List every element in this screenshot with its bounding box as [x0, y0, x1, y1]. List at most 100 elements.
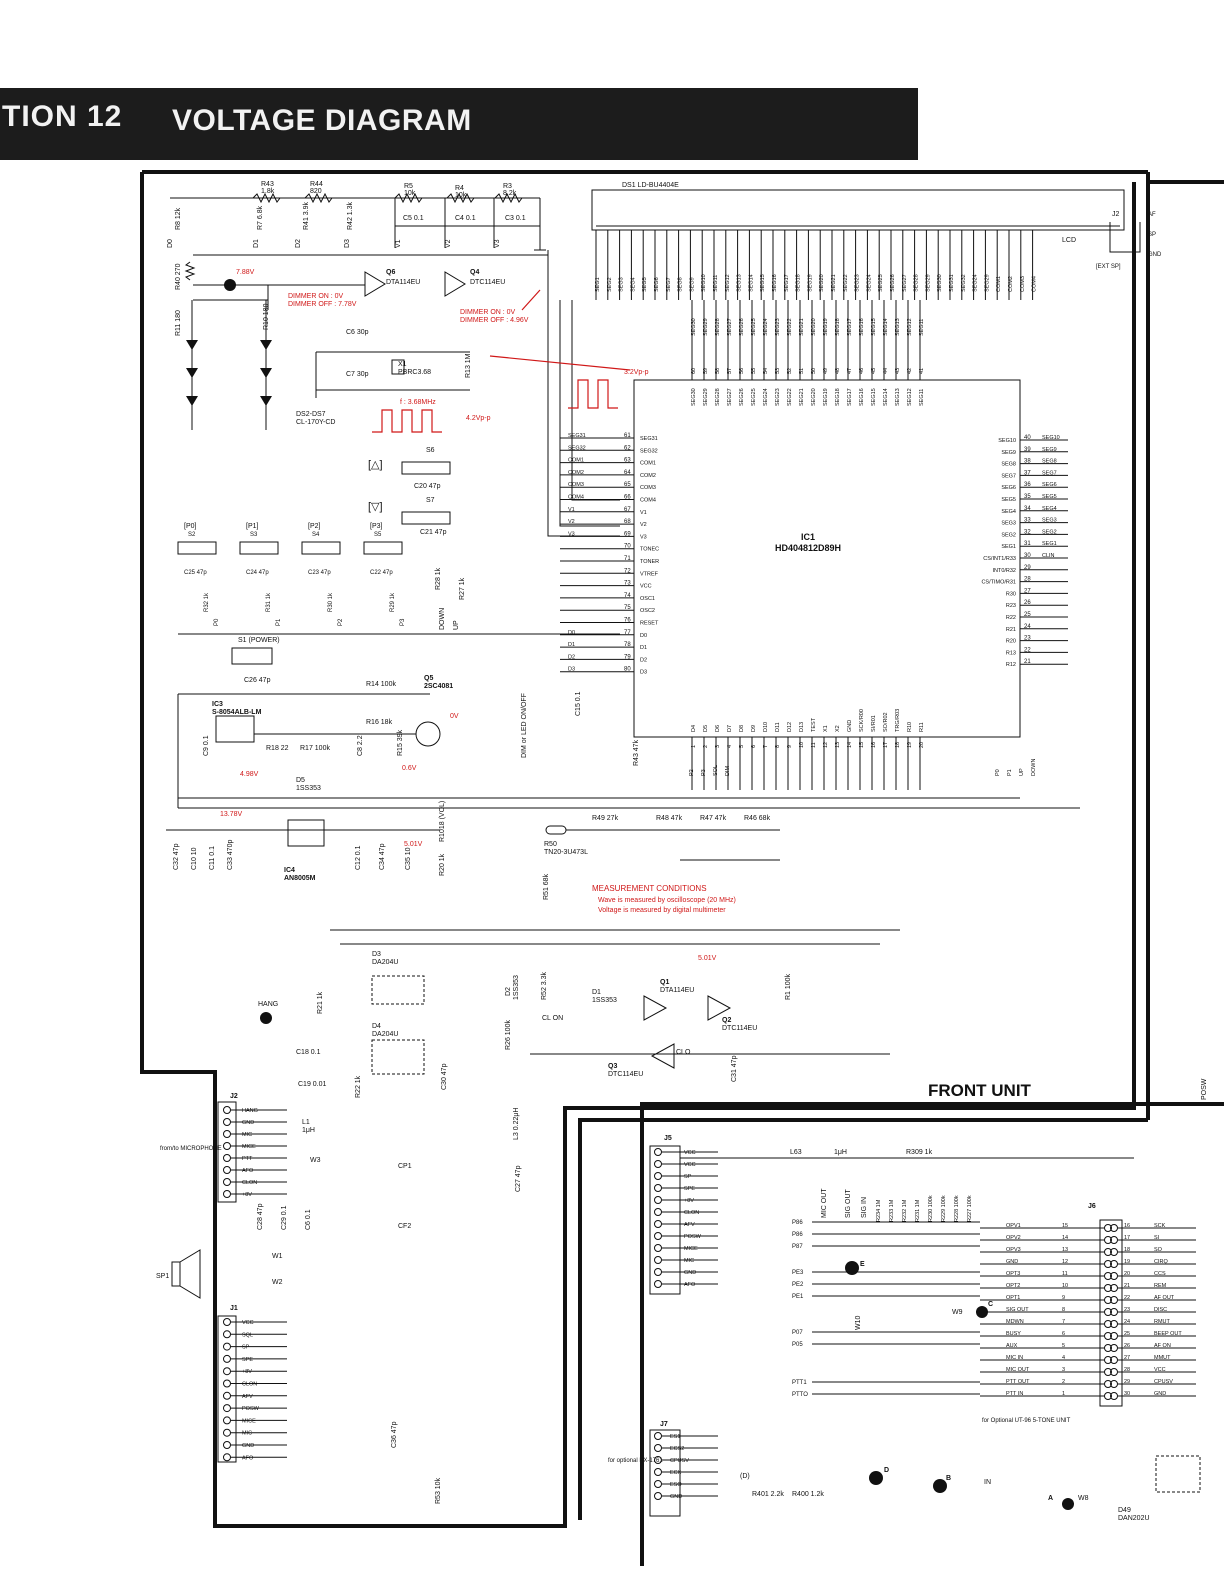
- r17-label: R17 100k: [300, 745, 330, 752]
- r401-label: R401 2.2k: [752, 1491, 784, 1498]
- j6-pin-number: 5: [1062, 1343, 1065, 1349]
- lcd-pin-label: SEG28: [914, 274, 920, 292]
- ic1-pin-number: 20: [919, 742, 925, 748]
- r48-label: R48 47k: [656, 815, 683, 822]
- ic1-pin-net: SEG20: [811, 318, 817, 336]
- d2-label: D2: [505, 987, 512, 996]
- ic1-pin-number: 47: [847, 368, 853, 374]
- ic1-pin-number: 54: [763, 368, 769, 374]
- ic1-pin-number: 44: [883, 368, 889, 374]
- connector-pin: [1104, 1296, 1112, 1304]
- main-unit-port-label: PTTO: [792, 1392, 808, 1398]
- ic1-pin-number: 38: [1024, 459, 1031, 465]
- r42-label: R42 1.3k: [347, 201, 354, 230]
- c36-label: C36 47p: [391, 1421, 398, 1448]
- lcd-pin-label: SEG31: [949, 274, 955, 292]
- connector-pin-label: HANG: [242, 1108, 258, 1114]
- ic1-pin-name: SEG26: [739, 388, 745, 406]
- ic1-pin-name: SEG31: [640, 436, 658, 442]
- ic1-pin-name: R10: [907, 722, 913, 732]
- power-switch-label: S1 (POWER): [238, 637, 280, 644]
- w10-label: W10: [855, 1316, 862, 1331]
- j6-pin-name: MDWN: [1006, 1319, 1024, 1325]
- main-unit-res-label: R227 100k: [967, 1195, 973, 1222]
- r40-label: R40 270: [175, 263, 182, 290]
- connector-pin: [1110, 1296, 1118, 1304]
- ext-sp: SP: [1148, 232, 1156, 238]
- connector-pin: [654, 1468, 662, 1476]
- ic1-pin-net: SEG3: [1042, 518, 1057, 524]
- j7-ref: J7: [660, 1421, 668, 1428]
- j6-pin-name: CPUSV: [1154, 1379, 1173, 1385]
- ic1-pin-net: COM1: [568, 458, 584, 464]
- page-title: VOLTAGE DIAGRAM: [172, 104, 472, 137]
- ic1-pin-net: D1: [568, 642, 575, 648]
- ic1-pin-number: 69: [624, 531, 631, 537]
- connector-pin: [1110, 1308, 1118, 1316]
- lcd-pin-label: SEG14: [748, 274, 754, 292]
- j6-pin-number: 27: [1124, 1355, 1130, 1361]
- lcd-pin-label: SEG22: [843, 274, 849, 292]
- key-down-symbol: [▽]: [368, 501, 383, 513]
- bottom-net-label: SOL: [713, 765, 719, 776]
- ic1-pin-name: SEG25: [751, 388, 757, 406]
- hang-net: HANG: [258, 1001, 278, 1008]
- led-array: R11 180 R10 180 DS2-DS7 CL-170Y-CD: [175, 300, 335, 430]
- connector-pin: [654, 1268, 662, 1276]
- c19-label: C19 0.01: [298, 1081, 327, 1088]
- r3-label: R3: [503, 183, 512, 190]
- connector-pin: [1110, 1224, 1118, 1232]
- ic1-pin-name: SEG18: [835, 388, 841, 406]
- ic1-pin-name: D3: [640, 670, 647, 676]
- regulator-ic4: IC4 AN8005M 13.78V 5.01V C32 47p C10 10 …: [166, 801, 446, 882]
- j7-note: for optional EX-1761: [608, 1458, 663, 1464]
- ic1-pin-number: 45: [871, 368, 877, 374]
- c6-label: C6 30p: [346, 329, 369, 336]
- preset-net-label: P0: [214, 618, 220, 626]
- ic1-pin-number: 74: [624, 593, 631, 599]
- preset-net-label: P3: [400, 618, 406, 626]
- connector-pin-label: CLON: [684, 1210, 699, 1216]
- c8-label: C8 2.2: [357, 735, 364, 756]
- ic1-pin-name: SEG9: [1001, 450, 1016, 456]
- d1-part: 1SS353: [592, 997, 617, 1004]
- main-unit-res-label: R228 100k: [954, 1195, 960, 1222]
- connector-pin: [1104, 1332, 1112, 1340]
- d4-part: DA204U: [372, 1031, 398, 1038]
- ic1-pin-number: 8: [775, 745, 781, 748]
- x1-ref: X1: [398, 361, 407, 368]
- r8-label: R8 12k: [175, 207, 182, 230]
- connector-pin: [654, 1244, 662, 1252]
- connector-pin-label: ECS2: [670, 1446, 684, 1452]
- c31-label: C31 47p: [731, 1055, 738, 1082]
- connector-pin-label: CLON: [242, 1180, 257, 1186]
- ic1-pin-number: 60: [691, 368, 697, 374]
- connector-pin-label: SP: [684, 1174, 692, 1180]
- ic1-pin-name: SEG2: [1001, 532, 1016, 538]
- connector-pin-label: GND: [684, 1270, 696, 1276]
- ext-sp-jack: J2 AF SP GND [EXT SP]: [1096, 211, 1162, 270]
- j1-connector: J1 VCCSQLSPSPE+8VCLONAFVPOSWMICEMICGNDAF…: [217, 1305, 287, 1463]
- connector-pin: [1110, 1356, 1118, 1364]
- key-switches: [△] [▽] S6 S7 C20 47p C21 47p [P0]S2C25 …: [177, 447, 620, 684]
- ic1-pin-number: 25: [1024, 612, 1031, 618]
- ic1-pin-name: SEG28: [715, 388, 721, 406]
- ic1-pin-name: SEG5: [1001, 497, 1016, 503]
- j6-pin-number: 21: [1124, 1283, 1130, 1289]
- connector-pin-label: CPUSV: [670, 1458, 689, 1464]
- connector-pin: [654, 1160, 662, 1168]
- main-unit-port-label: P87: [792, 1244, 803, 1250]
- connector-pin: [1110, 1272, 1118, 1280]
- ic1-pin-name: SEG14: [883, 388, 889, 406]
- ic3-ref: IC3: [212, 701, 223, 708]
- connector-pin-label: +8V: [684, 1198, 694, 1204]
- ic1-pin-net: SEG13: [895, 318, 901, 336]
- ic1-pin-name: R20: [1006, 639, 1016, 645]
- j6-pin-name: GND: [1006, 1259, 1018, 1265]
- ic1-pin-number: 3: [715, 745, 721, 748]
- d2-part: 1SS353: [513, 975, 520, 1000]
- ic1-pin-net: SEG27: [727, 318, 733, 336]
